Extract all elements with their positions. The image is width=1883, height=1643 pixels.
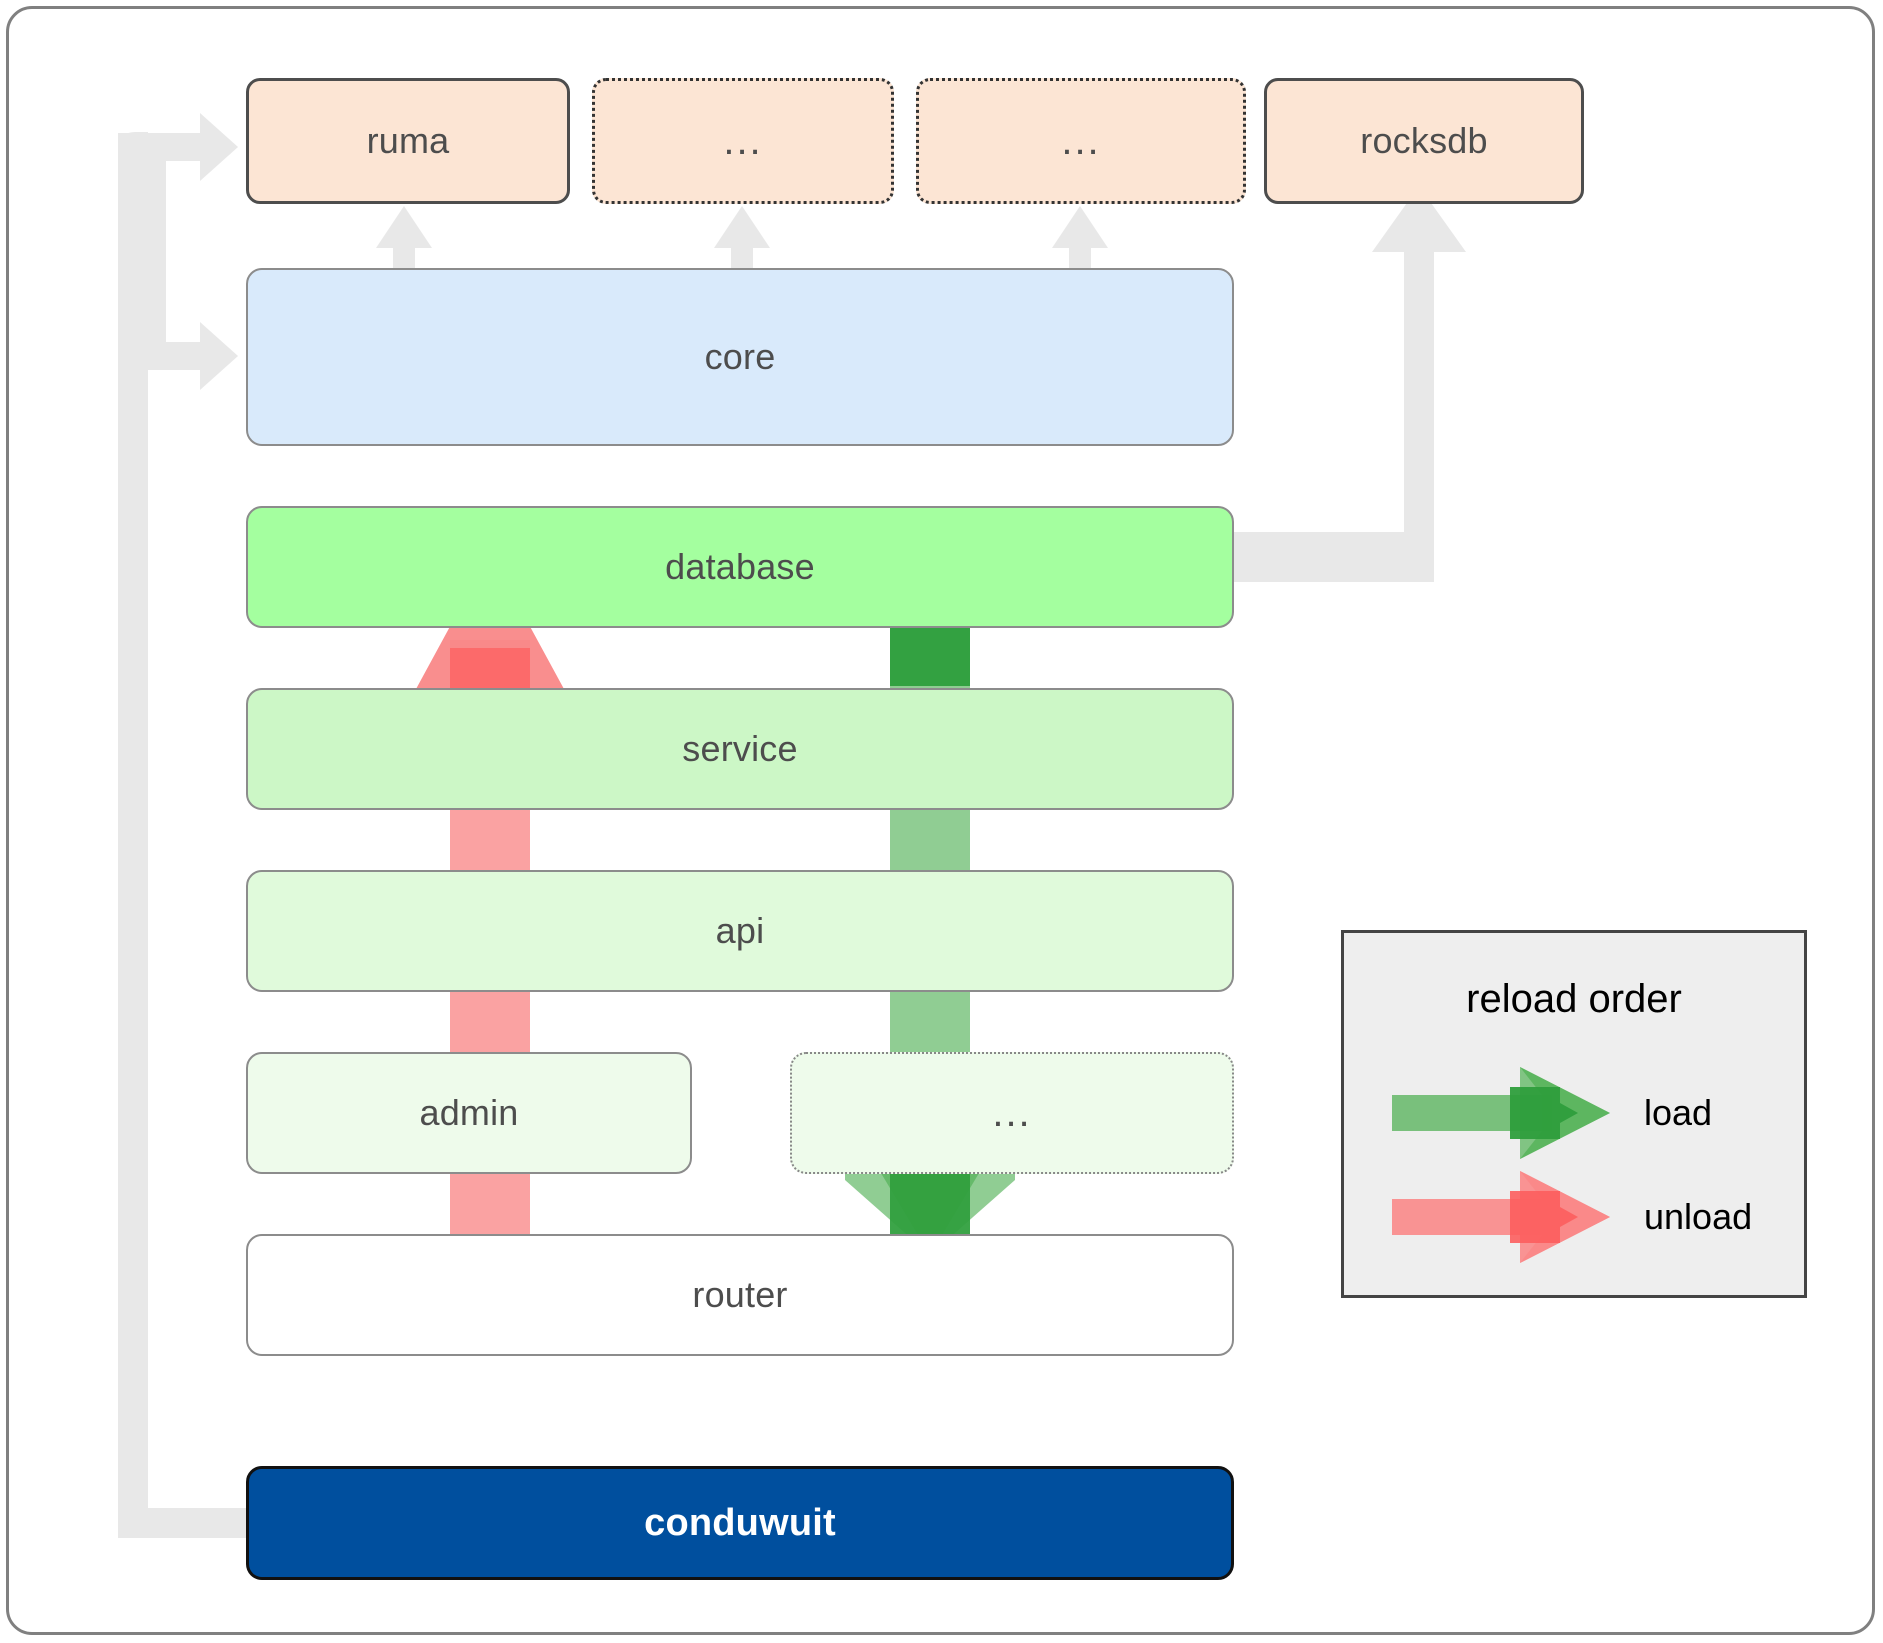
layer-label: core — [704, 336, 776, 377]
legend-item-unload: unload — [1344, 1171, 1804, 1263]
layer-label: admin — [419, 1092, 519, 1133]
legend-label: unload — [1644, 1196, 1753, 1237]
layer-label: database — [665, 546, 815, 587]
layer-box-core[interactable]: core — [246, 268, 1234, 446]
dependency-label: ... — [723, 119, 763, 163]
dependency-label: ... — [1061, 119, 1101, 163]
dependency-label: rocksdb — [1360, 120, 1488, 161]
layer-label: api — [715, 910, 765, 951]
legend-label: load — [1644, 1092, 1713, 1133]
layer-label: router — [692, 1274, 788, 1315]
layer-box-router[interactable]: router — [246, 1234, 1234, 1356]
load-arrow-icon — [1392, 1067, 1610, 1159]
dependency-box-ruma[interactable]: ruma — [246, 78, 570, 204]
dependency-box-rocksdb[interactable]: rocksdb — [1264, 78, 1584, 204]
dependency-label: ruma — [366, 120, 450, 161]
dependency-box-placeholder-1[interactable]: ... — [592, 78, 894, 204]
layer-box-api[interactable]: api — [246, 870, 1234, 992]
layer-box-placeholder[interactable]: ... — [790, 1052, 1234, 1174]
diagram-frame — [6, 6, 1875, 1635]
layer-box-service[interactable]: service — [246, 688, 1234, 810]
layer-label: ... — [992, 1091, 1032, 1135]
root-label: conduwuit — [644, 1501, 836, 1544]
legend-title: reload order — [1466, 977, 1682, 1021]
legend-panel: reload order load unload — [1341, 930, 1807, 1298]
dependency-box-placeholder-2[interactable]: ... — [916, 78, 1246, 204]
layer-label: service — [682, 728, 798, 769]
layer-box-admin[interactable]: admin — [246, 1052, 692, 1174]
layer-box-database[interactable]: database — [246, 506, 1234, 628]
unload-arrow-icon — [1392, 1171, 1610, 1263]
root-box-conduwuit[interactable]: conduwuit — [246, 1466, 1234, 1580]
legend-item-load: load — [1344, 1067, 1804, 1159]
